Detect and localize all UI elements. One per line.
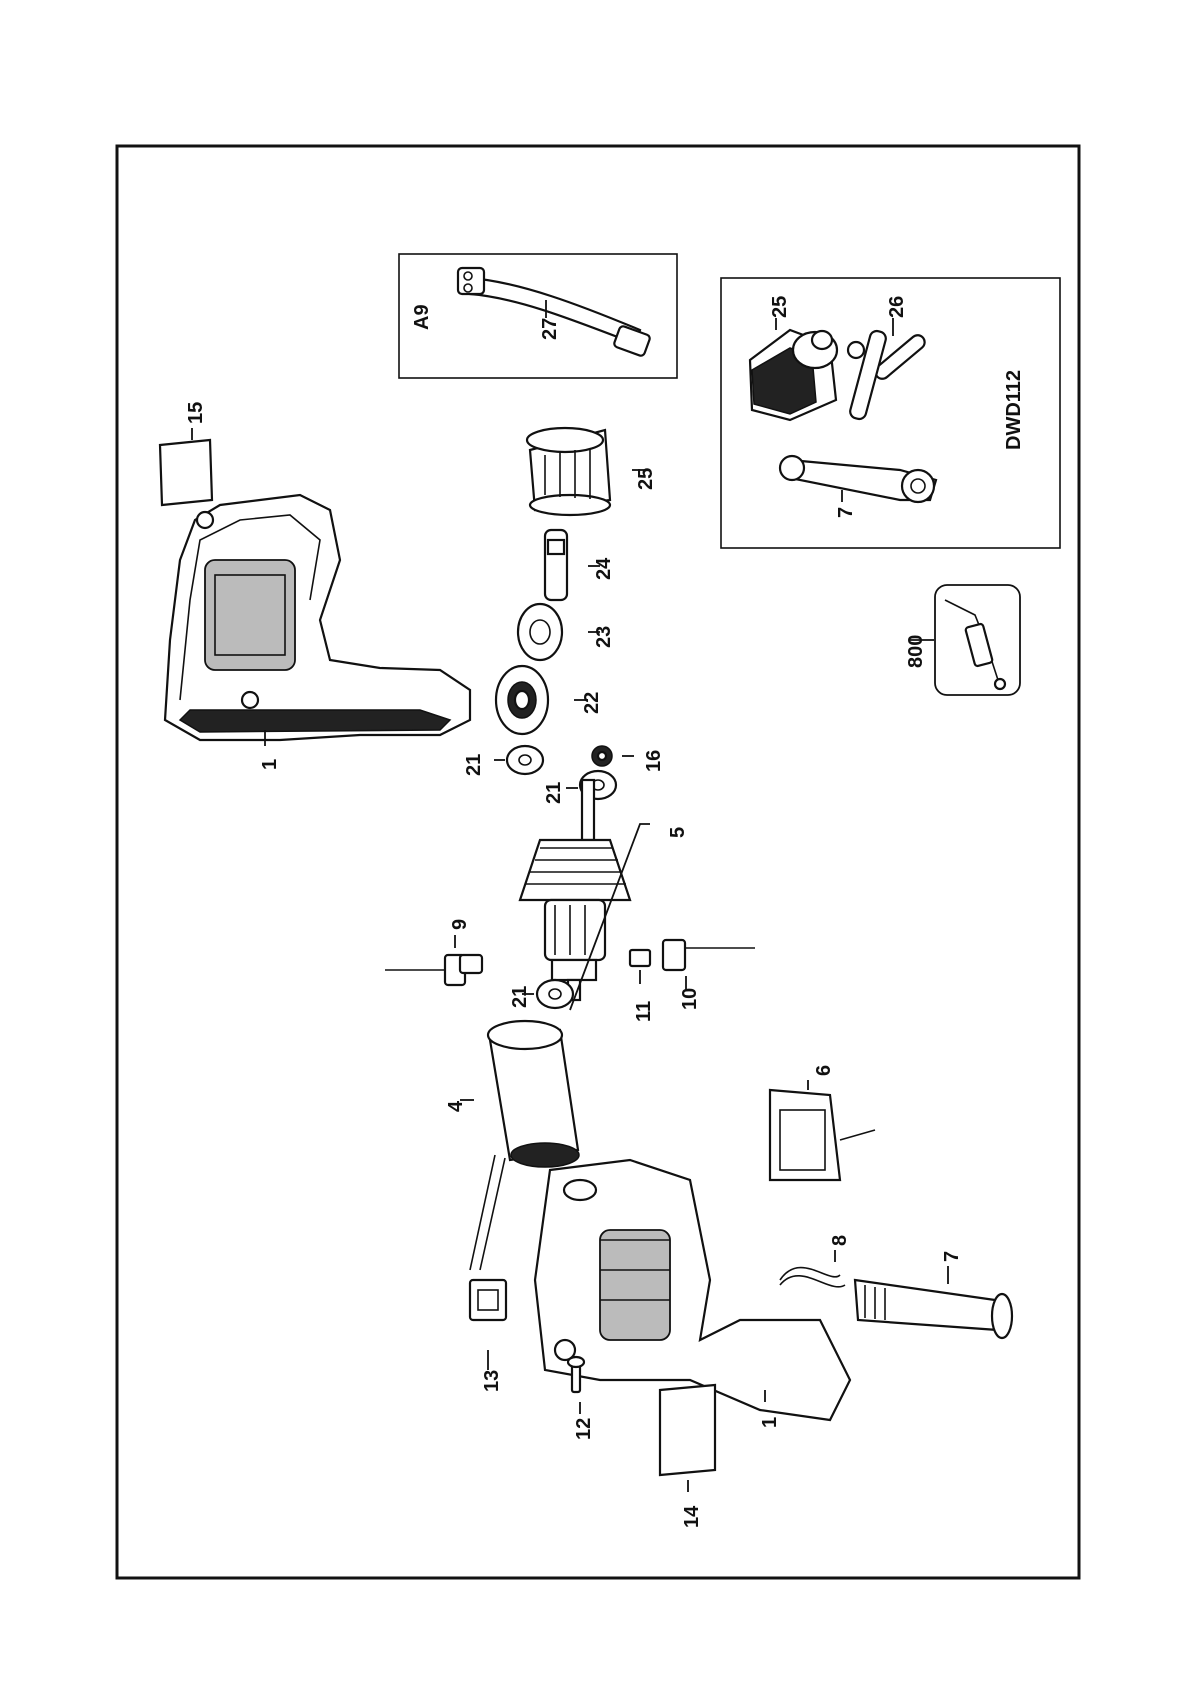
callout-10: 10 bbox=[679, 988, 701, 1010]
callout-14: 14 bbox=[681, 1505, 703, 1528]
page-frame bbox=[115, 144, 1081, 1580]
callout-15: 15 bbox=[185, 402, 207, 424]
callout-21a: 21 bbox=[463, 754, 485, 776]
callout-7b: 7 bbox=[835, 507, 857, 518]
field-stator-part-4 bbox=[469, 1019, 580, 1271]
spindle-part-24 bbox=[543, 528, 569, 602]
accessory-part-800 bbox=[934, 584, 1021, 696]
callout-1b: 1 bbox=[759, 1417, 781, 1428]
callout-24: 24 bbox=[593, 557, 615, 580]
callout-11: 11 bbox=[633, 1001, 655, 1022]
washer-part-23 bbox=[516, 602, 564, 662]
callout-27: 27 bbox=[539, 318, 561, 340]
wire-part-8 bbox=[779, 1266, 846, 1288]
callout-7a: 7 bbox=[941, 1251, 963, 1262]
callout-1a: 1 bbox=[259, 759, 281, 770]
washer-part-21-a bbox=[505, 744, 545, 776]
callout-4: 4 bbox=[445, 1100, 467, 1112]
callout-25b: 25 bbox=[769, 296, 791, 318]
callout-26: 26 bbox=[886, 296, 908, 318]
housing-half-part-1-lower bbox=[533, 1158, 852, 1422]
callout-25a: 25 bbox=[635, 468, 657, 490]
brush-holder-part-9 bbox=[385, 953, 484, 987]
a9-inset-box: A9 27 bbox=[398, 253, 678, 379]
brush-holder-part-10 bbox=[661, 938, 755, 972]
callout-22: 22 bbox=[581, 692, 603, 714]
strap-part-27 bbox=[456, 266, 651, 357]
label-part-14 bbox=[658, 1383, 717, 1477]
chuck-key-part-26 bbox=[846, 329, 926, 421]
callout-12: 12 bbox=[573, 1418, 595, 1440]
switch-part-6 bbox=[768, 1088, 876, 1182]
callout-8: 8 bbox=[829, 1235, 851, 1246]
nut-part-16 bbox=[591, 745, 613, 767]
keyed-chuck-part-25 bbox=[748, 328, 839, 422]
washer-part-21-c bbox=[535, 978, 575, 1010]
callout-800: 800 bbox=[905, 635, 927, 668]
side-handle-part-7-main bbox=[853, 1278, 1014, 1340]
callout-13: 13 bbox=[481, 1370, 503, 1392]
callout-21c: 21 bbox=[509, 986, 531, 1008]
dwd112-label: DWD112 bbox=[1003, 370, 1025, 450]
callout-5: 5 bbox=[667, 827, 689, 838]
label-part-15 bbox=[158, 438, 214, 507]
callout-23: 23 bbox=[593, 626, 615, 648]
carbon-brush-part-11 bbox=[628, 948, 652, 968]
callout-21b: 21 bbox=[543, 782, 565, 804]
armature-part-5 bbox=[518, 778, 632, 1002]
part-13 bbox=[468, 1278, 508, 1322]
callout-16: 16 bbox=[643, 750, 665, 772]
chuck-part-25 bbox=[525, 426, 612, 517]
a9-label: A9 bbox=[411, 304, 433, 330]
side-handle-part-7 bbox=[778, 454, 938, 504]
housing-half-part-1-upper bbox=[163, 493, 472, 742]
dwd112-inset-box: DWD112 25 26 7 bbox=[720, 277, 1061, 549]
callout-9: 9 bbox=[449, 919, 471, 930]
callout-6: 6 bbox=[813, 1065, 835, 1076]
bearing-part-22 bbox=[494, 664, 550, 736]
screw-part-12 bbox=[566, 1355, 586, 1394]
